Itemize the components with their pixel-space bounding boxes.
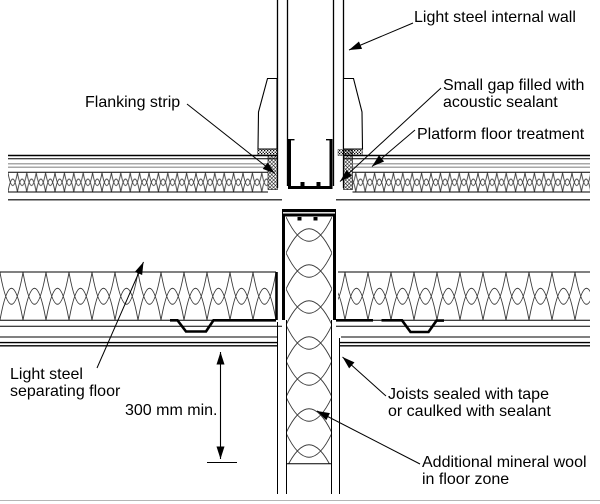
leader-internal-wall — [348, 22, 414, 51]
label-small-gap-line1: Small gap filled with — [443, 77, 585, 94]
leader-platform-floor — [371, 129, 416, 167]
joist-column — [277, 209, 340, 494]
label-joists-sealed-line1: Joists sealed with tape — [388, 386, 549, 403]
label-internal-wall: Light steel internal wall — [414, 9, 576, 26]
resilient-bars — [170, 319, 444, 334]
ceiling-layers — [0, 325, 590, 347]
skirting-boards — [257, 77, 364, 150]
label-additional-wool-line2: in floor zone — [422, 471, 510, 488]
flanking-strips — [267, 149, 353, 190]
label-small-gap: Small gap filled with acoustic sealant — [443, 77, 584, 111]
label-dimension-300mm: 300 mm min. — [125, 402, 218, 419]
wall-bottom-track — [288, 139, 333, 189]
leader-flanking-strip — [186, 103, 276, 174]
leader-separating-floor — [96, 261, 144, 369]
leader-additional-wool — [316, 410, 421, 465]
label-separating-floor: Light steel separating floor — [10, 366, 120, 400]
leader-joists — [342, 356, 387, 397]
label-additional-wool-line1: Additional mineral wool — [422, 454, 587, 471]
label-separating-floor-line2: separating floor — [10, 383, 121, 400]
label-joists-sealed-line2: or caulked with sealant — [388, 403, 551, 420]
dimension-300mm — [207, 352, 237, 464]
leader-small-gap — [339, 87, 442, 182]
label-separating-floor-line1: Light steel — [10, 366, 83, 383]
label-platform-floor: Platform floor treatment — [417, 126, 585, 143]
label-flanking-strip: Flanking strip — [85, 94, 181, 111]
label-additional-wool: Additional mineral wool in floor zone — [422, 454, 587, 488]
platform-floor-left — [8, 154, 277, 193]
label-joists-sealed: Joists sealed with tape or caulked with … — [388, 386, 551, 420]
platform-floor-right — [343, 154, 590, 193]
leader-lines — [96, 22, 442, 465]
upper-internal-wall — [276, 0, 345, 188]
label-small-gap-line2: acoustic sealant — [443, 94, 558, 111]
